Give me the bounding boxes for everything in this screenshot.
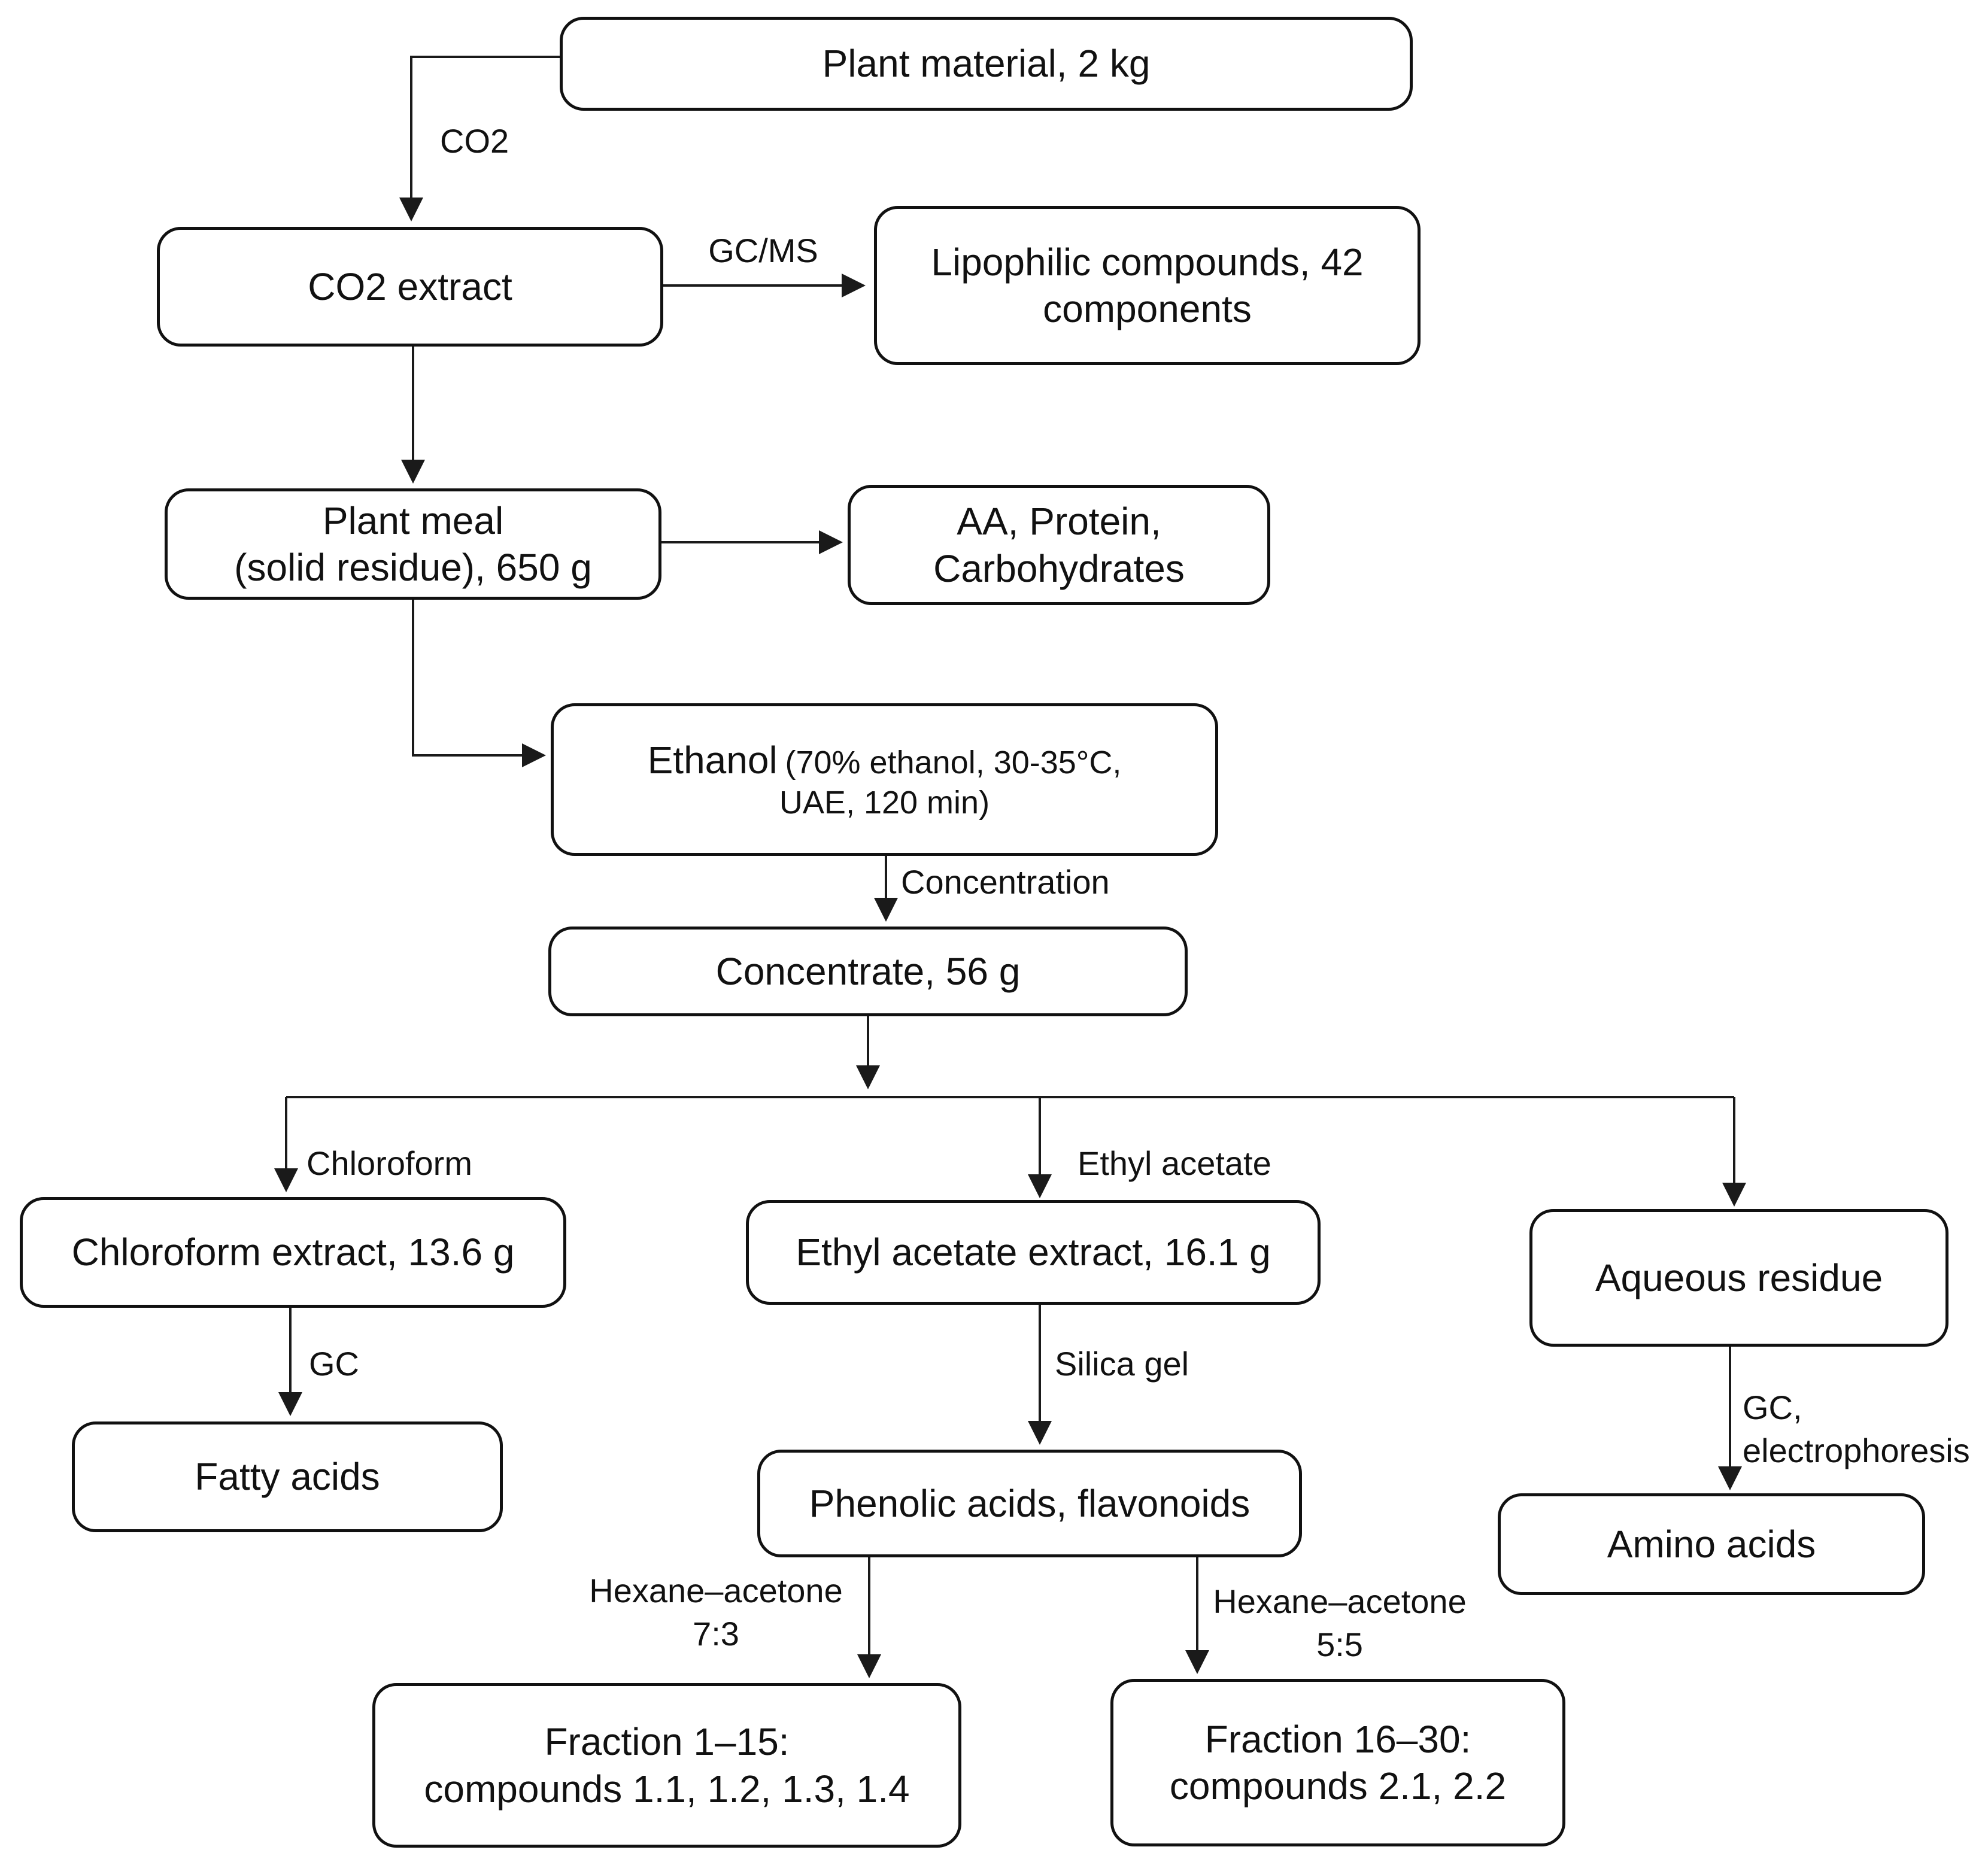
- node-aqueous-residue: Aqueous residue: [1529, 1209, 1948, 1347]
- node-ethanol-line1: Ethanol (70% ethanol, 30-35°C,: [648, 737, 1122, 783]
- edge-label-hexane-55-line2: 5:5: [1316, 1625, 1363, 1663]
- edge-label-gc-electrophoresis-line1: GC,: [1743, 1389, 1802, 1426]
- edge-label-hexane-acetone-73: Hexane–acetone 7:3: [575, 1569, 857, 1655]
- node-concentrate-label: Concentrate, 56 g: [715, 949, 1021, 993]
- edge-plantmeal-to-ethanol: [412, 600, 546, 767]
- node-ethanol: Ethanol (70% ethanol, 30-35°C, UAE, 120 …: [551, 703, 1218, 856]
- node-ethanol-title: Ethanol: [647, 738, 778, 782]
- node-chloroform-extract: Chloroform extract, 13.6 g: [20, 1197, 566, 1308]
- node-ethanol-detail1: (70% ethanol, 30-35°C,: [785, 744, 1122, 780]
- node-plant-meal-line2: (solid residue), 650 g: [234, 546, 592, 589]
- edge-label-gcms: GC/MS: [708, 232, 818, 269]
- edge-label-silica-gel: Silica gel: [1055, 1345, 1189, 1383]
- node-ethanol-detail2: UAE, 120 min): [779, 784, 990, 821]
- node-phenolic-label: Phenolic acids, flavonoids: [809, 1481, 1251, 1525]
- edge-label-chloroform: Chloroform: [306, 1144, 472, 1182]
- node-fraction-1-15-line2: compounds 1.1, 1.2, 1.3, 1.4: [424, 1767, 910, 1811]
- edge-label-co2: CO2: [440, 122, 509, 160]
- edge-label-hexane-73-line2: 7:3: [693, 1614, 739, 1653]
- node-fatty-acids: Fatty acids: [72, 1421, 503, 1532]
- node-fraction-1-15-line1: Fraction 1–15:: [544, 1720, 790, 1764]
- node-plant-meal: Plant meal (solid residue), 650 g: [165, 488, 661, 600]
- node-aa-protein-carbohydrates: AA, Protein, Carbohydrates: [848, 485, 1270, 605]
- node-ethyl-acetate-extract-label: Ethyl acetate extract, 16.1 g: [796, 1231, 1271, 1274]
- edge-label-hexane-55-line1: Hexane–acetone: [1213, 1582, 1467, 1620]
- edge-label-concentration: Concentration: [901, 863, 1110, 901]
- node-lipophilic-line2: components: [1043, 287, 1252, 330]
- edge-label-gc-electrophoresis-line2: electrophoresis: [1743, 1431, 1970, 1469]
- node-fraction-16-30-line1: Fraction 16–30:: [1204, 1717, 1471, 1761]
- edge-label-hexane-73-line1: Hexane–acetone: [589, 1572, 843, 1609]
- edge-label-hexane-acetone-55: Hexane–acetone 5:5: [1204, 1580, 1475, 1666]
- node-plant-material: Plant material, 2 kg: [560, 17, 1413, 111]
- node-amino-acids: Amino acids: [1498, 1493, 1925, 1595]
- edge-label-ethyl-acetate: Ethyl acetate: [1078, 1144, 1271, 1182]
- node-amino-acids-label: Amino acids: [1607, 1522, 1816, 1566]
- node-chloroform-extract-label: Chloroform extract, 13.6 g: [71, 1231, 515, 1274]
- node-lipophilic-compounds: Lipophilic compounds, 42 components: [874, 206, 1421, 365]
- node-co2-extract-label: CO2 extract: [308, 265, 512, 308]
- edge-label-gc-electrophoresis: GC, electrophoresis: [1743, 1386, 1970, 1472]
- edge-plant-to-co2extract: [399, 56, 560, 221]
- node-plant-material-label: Plant material, 2 kg: [822, 42, 1151, 86]
- node-fraction-1-15: Fraction 1–15: compounds 1.1, 1.2, 1.3, …: [372, 1683, 961, 1848]
- node-co2-extract: CO2 extract: [157, 227, 663, 347]
- node-aa-protein-line2: Carbohydrates: [933, 546, 1185, 590]
- node-phenolic-acids-flavonoids: Phenolic acids, flavonoids: [757, 1450, 1302, 1557]
- node-fatty-acids-label: Fatty acids: [195, 1455, 380, 1499]
- node-aa-protein-line1: AA, Protein,: [957, 500, 1161, 543]
- node-aqueous-residue-label: Aqueous residue: [1595, 1256, 1883, 1299]
- node-ethyl-acetate-extract: Ethyl acetate extract, 16.1 g: [746, 1200, 1321, 1305]
- node-plant-meal-line1: Plant meal: [322, 499, 504, 542]
- node-fraction-16-30: Fraction 16–30: compounds 2.1, 2.2: [1110, 1679, 1565, 1846]
- node-fraction-16-30-line2: compounds 2.1, 2.2: [1169, 1764, 1507, 1808]
- node-lipophilic-line1: Lipophilic compounds, 42: [931, 240, 1364, 284]
- node-concentrate: Concentrate, 56 g: [548, 927, 1188, 1016]
- edge-label-gc: GC: [309, 1345, 359, 1383]
